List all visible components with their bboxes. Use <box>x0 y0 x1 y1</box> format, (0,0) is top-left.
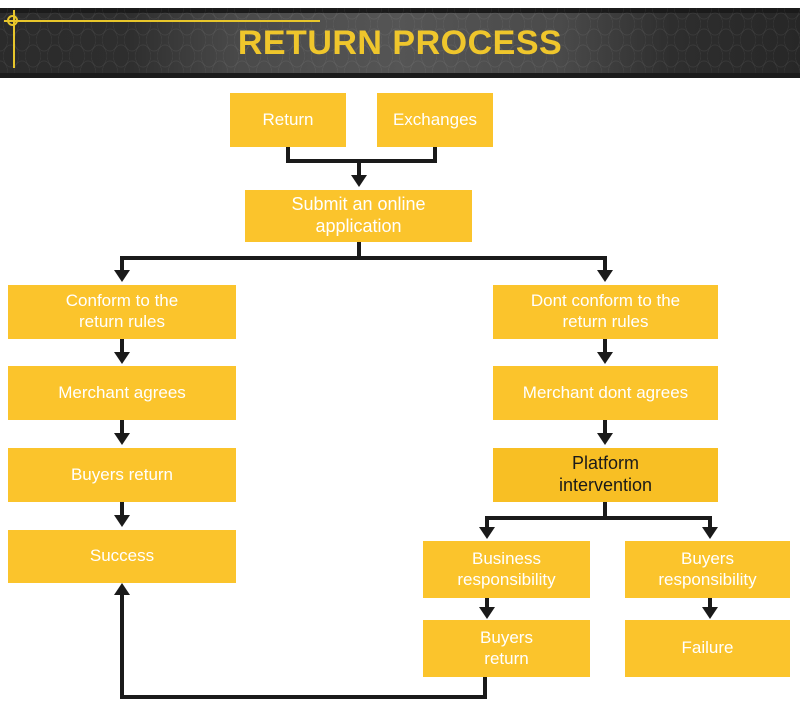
edge-platform-split-right-stem <box>708 516 712 528</box>
node-conform-to-return-rules[interactable]: Conform to the return rules <box>8 285 236 339</box>
banner-bottom-edge <box>0 73 800 78</box>
arrow-to-business-responsibility-icon <box>479 527 495 539</box>
edge-merchant-agrees-stem <box>120 420 124 434</box>
node-return[interactable]: Return <box>230 93 346 147</box>
edge-merge-stem <box>357 159 361 175</box>
node-failure[interactable]: Failure <box>625 620 790 677</box>
edge-split-left-stem <box>120 256 124 272</box>
edge-exchanges-stem <box>433 147 437 163</box>
arrow-to-platform-icon <box>597 433 613 445</box>
arrow-to-buyers-return-right-icon <box>479 607 495 619</box>
arrow-to-merchant-agrees-icon <box>114 352 130 364</box>
arrow-to-buyers-return-left-icon <box>114 433 130 445</box>
node-buyers-return-right[interactable]: Buyers return <box>423 620 590 677</box>
crosshair-horizontal-line <box>4 20 320 22</box>
crosshair-vertical-line <box>13 10 15 68</box>
arrow-to-submit-icon <box>351 175 367 187</box>
edge-merchant-dont-agrees-stem <box>603 420 607 434</box>
arrow-to-dont-conform-icon <box>597 270 613 282</box>
node-success[interactable]: Success <box>8 530 236 583</box>
banner-top-edge <box>0 8 800 13</box>
node-buyers-return-left[interactable]: Buyers return <box>8 448 236 502</box>
node-dont-conform-to-return-rules[interactable]: Dont conform to the return rules <box>493 285 718 339</box>
edge-business-responsibility-stem <box>485 598 489 608</box>
node-platform-intervention[interactable]: Platform intervention <box>493 448 718 502</box>
edge-platform-split-bar <box>485 516 712 520</box>
edge-feedback-up-stem <box>120 595 124 695</box>
node-exchanges[interactable]: Exchanges <box>377 93 493 147</box>
crosshair-circle-icon <box>7 15 18 26</box>
node-merchant-dont-agrees[interactable]: Merchant dont agrees <box>493 366 718 420</box>
arrow-feedback-to-success-icon <box>114 583 130 595</box>
edge-dont-conform-stem <box>603 339 607 353</box>
edge-platform-split-left-stem <box>485 516 489 528</box>
edge-buyers-responsibility-stem <box>708 598 712 608</box>
arrow-to-conform-icon <box>114 270 130 282</box>
edge-platform-stem <box>603 502 607 518</box>
arrow-to-buyers-responsibility-icon <box>702 527 718 539</box>
arrow-to-success-icon <box>114 515 130 527</box>
node-submit-application[interactable]: Submit an online application <box>245 190 472 242</box>
edge-feedback-bottom-bar <box>120 695 487 699</box>
edge-buyers-return-left-stem <box>120 502 124 516</box>
banner-texture <box>0 8 800 78</box>
edge-split-bar <box>120 256 607 260</box>
edge-split-right-stem <box>603 256 607 272</box>
header-banner: RETURN PROCESS <box>0 8 800 78</box>
node-business-responsibility[interactable]: Business responsibility <box>423 541 590 598</box>
page-title: RETURN PROCESS <box>237 24 563 62</box>
edge-feedback-down-stem <box>483 677 487 699</box>
arrow-to-merchant-dont-agrees-icon <box>597 352 613 364</box>
edge-conform-stem <box>120 339 124 353</box>
node-merchant-agrees[interactable]: Merchant agrees <box>8 366 236 420</box>
edge-merge-bar <box>286 159 437 163</box>
arrow-to-failure-icon <box>702 607 718 619</box>
edge-return-stem <box>286 147 290 163</box>
edge-submit-stem <box>357 242 361 260</box>
node-buyers-responsibility[interactable]: Buyers responsibility <box>625 541 790 598</box>
